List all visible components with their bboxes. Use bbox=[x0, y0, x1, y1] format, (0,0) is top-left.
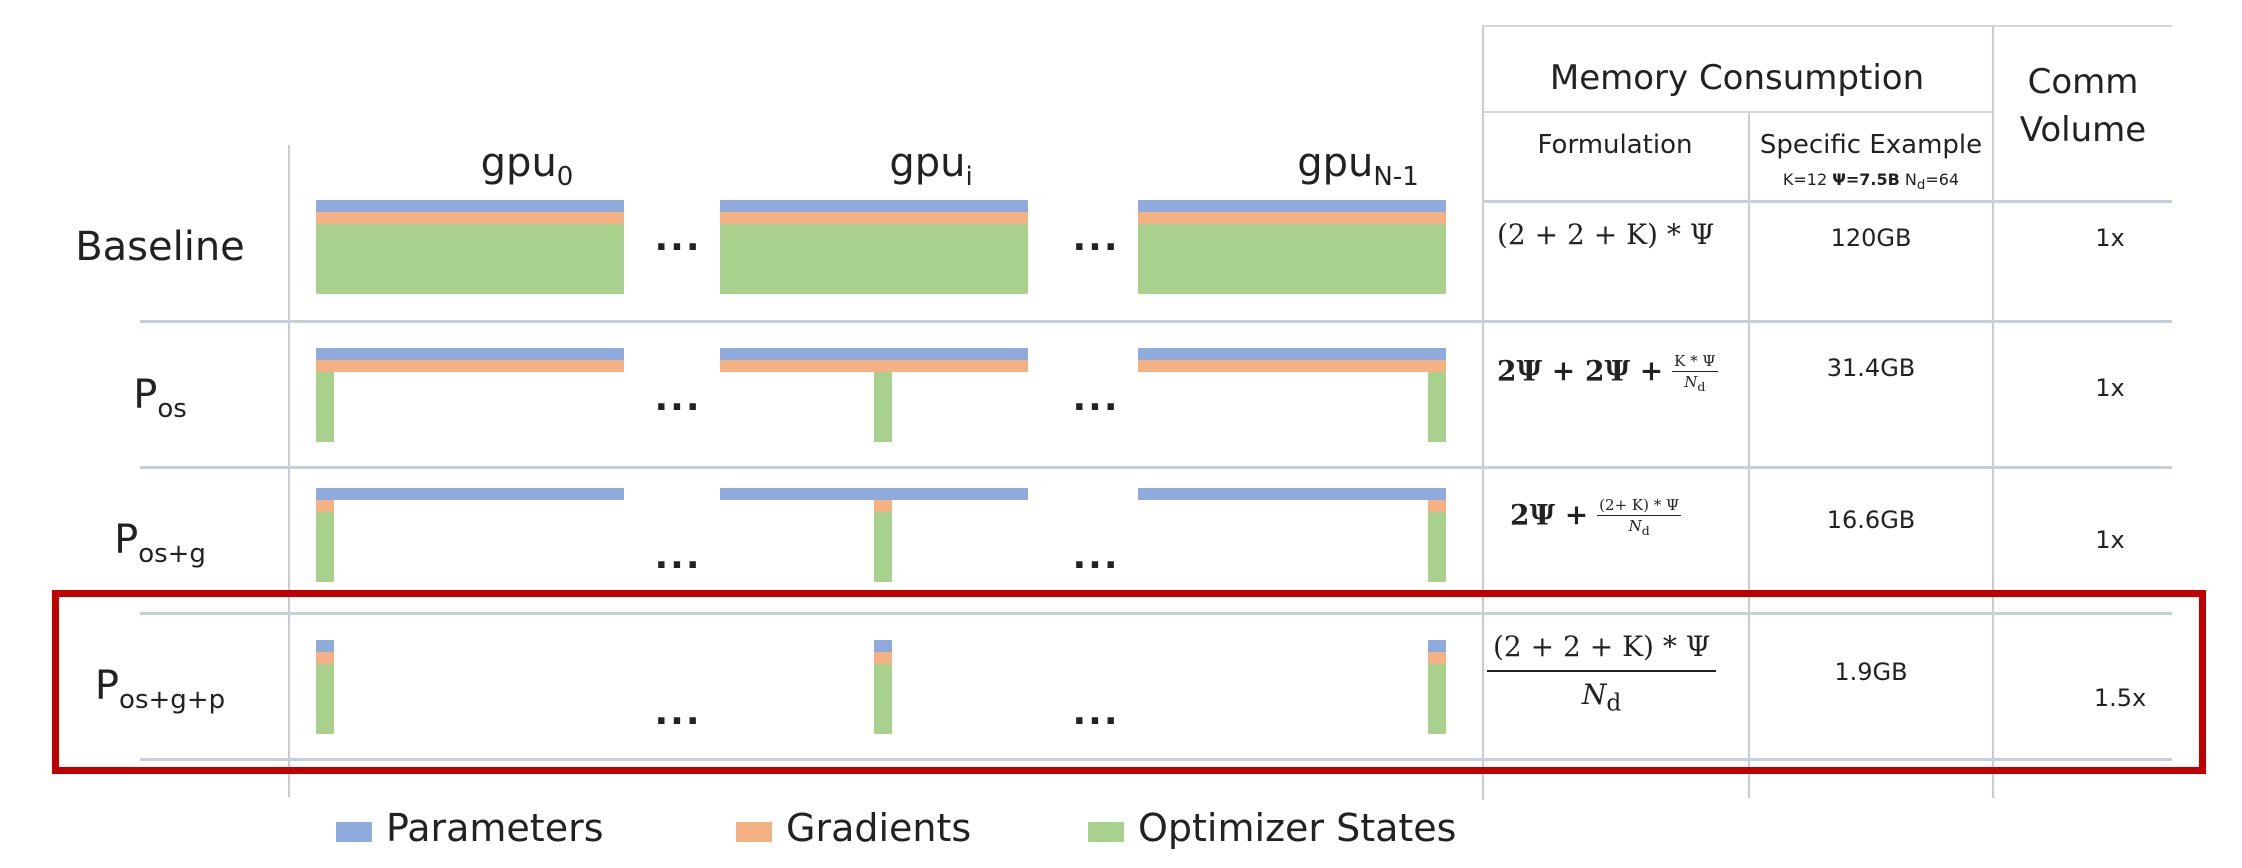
baseline-gpu0-grads bbox=[316, 212, 624, 224]
ellipsis: ... bbox=[1072, 692, 1120, 733]
baseline-gpun-grads bbox=[1138, 212, 1446, 224]
posgp-gpun-grads bbox=[1428, 652, 1446, 664]
pos-gpu0-grads bbox=[316, 360, 624, 372]
formula-pos: 2Ψ + 2Ψ + K * Ψ Nd bbox=[1497, 352, 1718, 394]
comm-pos: 1x bbox=[2095, 374, 2125, 402]
example-posg: 16.6GB bbox=[1826, 506, 1916, 534]
highlight-box bbox=[52, 590, 2206, 774]
pos-gpun-opt bbox=[1428, 372, 1446, 442]
row-label-pos: Pos bbox=[133, 372, 187, 424]
row-label-posgp: Pos+g+p bbox=[94, 663, 226, 715]
posgp-gpun-params bbox=[1428, 640, 1446, 652]
row-label-baseline: Baseline bbox=[75, 224, 245, 270]
legend-optimizer-label: Optimizer States bbox=[1138, 806, 1457, 850]
pos-gpun-grads bbox=[1138, 360, 1446, 372]
row-line-4 bbox=[140, 758, 2172, 761]
formula-posgp-fraction: (2 + 2 + K) * Ψ Nd bbox=[1487, 628, 1717, 719]
divider-table-left bbox=[1482, 25, 1484, 800]
formula-baseline: (2 + 2 + K) * Ψ bbox=[1497, 218, 1715, 251]
pos-gpui-params bbox=[720, 348, 1028, 360]
divider-comm bbox=[1992, 25, 1994, 798]
posg-gpu0-opt bbox=[316, 512, 334, 582]
divider-formulation bbox=[1748, 112, 1750, 798]
baseline-gpun-params bbox=[1138, 200, 1446, 212]
example-baseline: 120GB bbox=[1830, 224, 1912, 252]
posg-gpun-grads bbox=[1428, 500, 1446, 512]
formula-posg: 2Ψ + (2+ K) * Ψ Nd bbox=[1510, 496, 1682, 538]
row-line-3 bbox=[140, 612, 2172, 615]
ellipsis: ... bbox=[1072, 536, 1120, 577]
baseline-gpui-opt bbox=[720, 224, 1028, 294]
posg-gpui-params bbox=[720, 488, 1028, 500]
pos-gpui-grads bbox=[720, 360, 1028, 372]
posg-gpui-opt bbox=[874, 512, 892, 582]
formula-posg-fraction: (2+ K) * Ψ Nd bbox=[1597, 496, 1682, 538]
ellipsis: ... bbox=[654, 218, 702, 259]
memory-sub-line bbox=[1482, 111, 1992, 113]
legend-optimizer-swatch bbox=[1088, 822, 1124, 842]
posg-gpun-opt bbox=[1428, 512, 1446, 582]
row-line-2 bbox=[140, 466, 2172, 469]
gpu-header-i: gpui bbox=[889, 140, 973, 192]
ellipsis: ... bbox=[654, 692, 702, 733]
pos-gpui-opt bbox=[874, 372, 892, 442]
baseline-gpu0-opt bbox=[316, 224, 624, 294]
ellipsis: ... bbox=[1072, 378, 1120, 419]
legend-parameters-swatch bbox=[336, 822, 372, 842]
posgp-gpu0-params bbox=[316, 640, 334, 652]
gpu-header-0: gpu0 bbox=[480, 140, 574, 192]
legend-gradients-swatch bbox=[736, 822, 772, 842]
formula-posgp: (2 + 2 + K) * Ψ Nd bbox=[1487, 628, 1717, 719]
comm-posgp: 1.5x bbox=[2093, 684, 2147, 712]
divider-left bbox=[288, 145, 290, 797]
specific-example-params: K=12 Ψ=7.5B Nd=64 bbox=[1782, 170, 1960, 194]
comm-volume-header: Comm Volume bbox=[2019, 62, 2147, 150]
ellipsis: ... bbox=[654, 536, 702, 577]
row-label-posg: Pos+g bbox=[114, 517, 206, 569]
posg-gpu0-params bbox=[316, 488, 624, 500]
specific-example-header: Specific Example bbox=[1759, 130, 1983, 160]
pos-gpu0-opt bbox=[316, 372, 334, 442]
posgp-gpui-opt bbox=[874, 664, 892, 734]
pos-gpun-params bbox=[1138, 348, 1446, 360]
table-top-line bbox=[1482, 25, 2172, 27]
memory-consumption-header: Memory Consumption bbox=[1549, 58, 1925, 98]
posgp-gpu0-opt bbox=[316, 664, 334, 734]
example-posgp: 1.9GB bbox=[1834, 658, 1908, 686]
pos-gpu0-params bbox=[316, 348, 624, 360]
comm-posg: 1x bbox=[2095, 526, 2125, 554]
baseline-gpui-params bbox=[720, 200, 1028, 212]
posgp-gpui-grads bbox=[874, 652, 892, 664]
posgp-gpun-opt bbox=[1428, 664, 1446, 734]
legend-gradients-label: Gradients bbox=[786, 806, 972, 850]
row-line-1 bbox=[140, 320, 2172, 323]
posg-gpui-grads bbox=[874, 500, 892, 512]
baseline-gpu0-params bbox=[316, 200, 624, 212]
baseline-gpun-opt bbox=[1138, 224, 1446, 294]
legend-parameters-label: Parameters bbox=[386, 806, 604, 850]
baseline-gpui-grads bbox=[720, 212, 1028, 224]
comm-baseline: 1x bbox=[2095, 224, 2125, 252]
posgp-gpu0-grads bbox=[316, 652, 334, 664]
gpu-header-n-1: gpuN-1 bbox=[1297, 140, 1419, 192]
ellipsis: ... bbox=[654, 378, 702, 419]
posg-gpu0-grads bbox=[316, 500, 334, 512]
formulation-header: Formulation bbox=[1537, 130, 1693, 160]
row-line-header bbox=[1482, 200, 2172, 203]
example-pos: 31.4GB bbox=[1826, 354, 1916, 382]
formula-pos-fraction: K * Ψ Nd bbox=[1672, 352, 1718, 394]
ellipsis: ... bbox=[1072, 218, 1120, 259]
posg-gpun-params bbox=[1138, 488, 1446, 500]
posgp-gpui-params bbox=[874, 640, 892, 652]
